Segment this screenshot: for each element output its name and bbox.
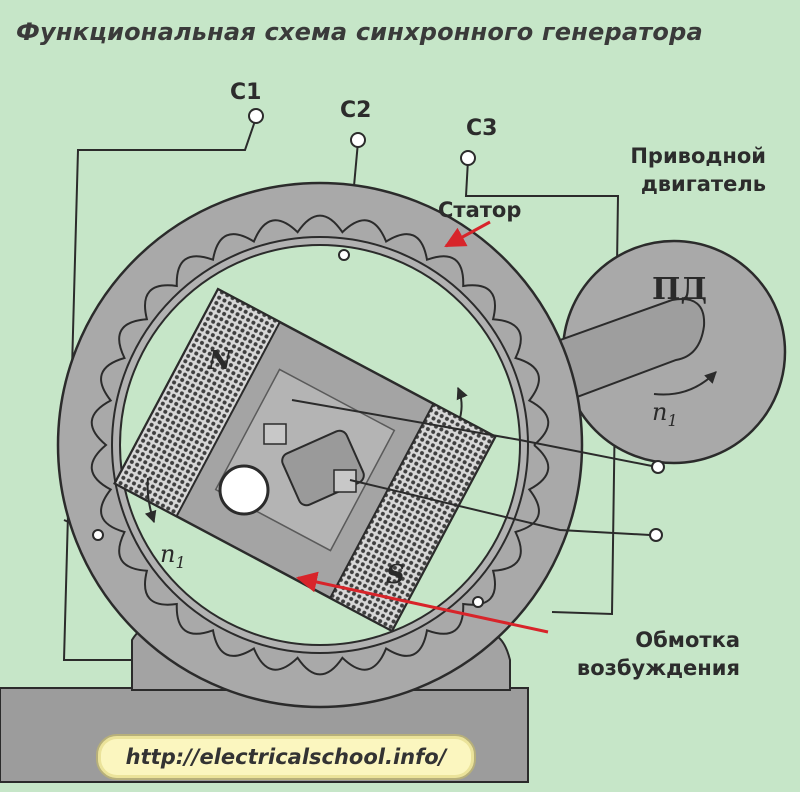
source-url-badge: http://electricalschool.info/ [96,734,476,780]
drive-motor-label-line2: двигатель [640,172,766,196]
terminal-c3-post [460,150,476,166]
excitation-label-line2: возбуждения [576,656,740,680]
rotor-speed-label: n1 [160,540,186,572]
motor-abbrev-label: ПД [652,272,708,307]
excitation-winding-left [113,287,282,518]
terminal-c1-label: C1 [230,80,262,105]
excitation-label-line1: Обмотка [635,628,740,652]
terminal-c2-label: C2 [340,98,372,123]
drive-motor-label-line1: Приводной [630,144,766,168]
rotor-leads [291,399,653,536]
excitation-terminals [649,460,665,542]
motor-speed-label: n1 [652,398,678,430]
rotor-speed-symbol: n [160,540,176,568]
excitation-winding-label: Обмотка возбуждения [540,626,740,682]
drive-motor-label: Приводной двигатель [560,142,766,198]
south-pole-label: S [386,560,405,590]
terminal-posts [248,108,476,166]
rotation-arrows [144,371,717,524]
terminal-c3-label: C3 [466,116,498,141]
pointer-arrows [295,220,549,634]
stator-winding [90,214,550,676]
stator-label: Статор [438,198,522,222]
stator-connection-points [92,249,484,608]
north-pole-label: N [208,346,232,376]
stator-winding-loops [90,214,550,676]
shaft-end [218,464,270,516]
rotor-speed-subscript: 1 [175,552,186,572]
source-url-text: http://electricalschool.info/ [125,745,447,769]
rotor-hub [218,423,365,516]
diagram-title: Функциональная схема синхронного генерат… [16,18,703,46]
motor-speed-symbol: n [652,398,668,426]
terminal-c2-post [350,132,366,148]
excitation-winding-right [328,402,497,633]
terminal-c1-post [248,108,264,124]
motor-speed-subscript: 1 [667,410,678,430]
